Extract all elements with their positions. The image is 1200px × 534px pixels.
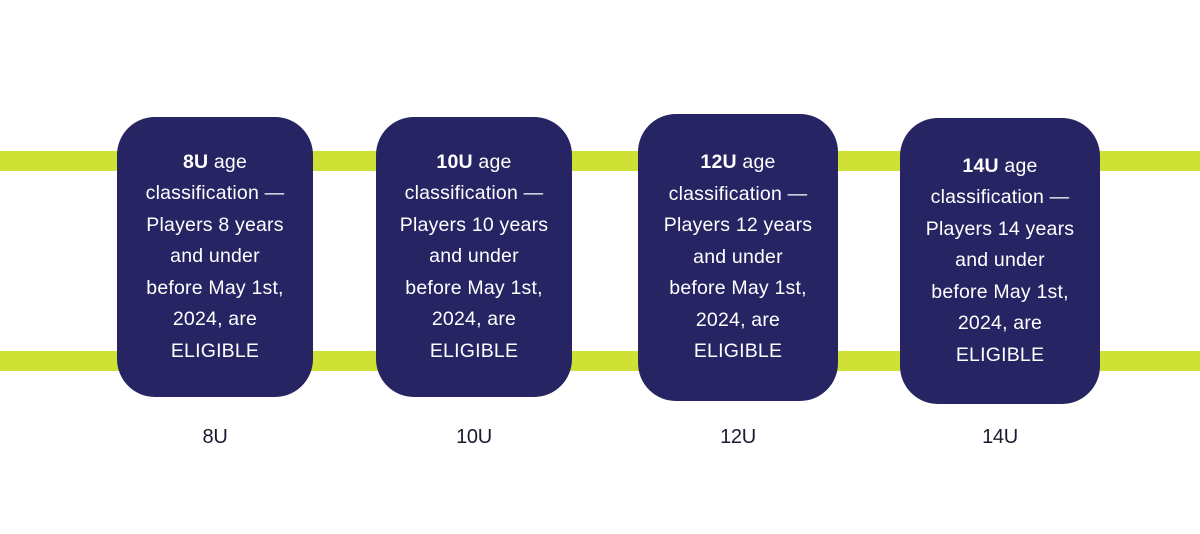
card-line: classification — <box>145 182 285 205</box>
age-card-text: 14U age classification — Players 14 year… <box>926 151 1074 372</box>
age-code: 12U <box>700 151 737 174</box>
card-line: before May 1st, <box>931 280 1069 303</box>
card-line: 2024, are <box>431 308 517 331</box>
age-code: 14U <box>962 154 999 177</box>
card-line: before May 1st, <box>146 276 284 299</box>
age-code: 8U <box>182 150 209 173</box>
card-line: 2024, are <box>957 312 1043 335</box>
age-card-text: 8U age classification — Players 8 years … <box>146 147 285 368</box>
card-line: and under <box>955 249 1045 272</box>
card-line: 2024, are <box>695 308 781 331</box>
card-line: age <box>736 151 776 174</box>
caption-12u: 12U <box>720 426 756 448</box>
age-code: 10U <box>436 150 473 173</box>
card-line: age <box>998 154 1038 177</box>
card-line: ELIGIBLE <box>170 339 260 362</box>
card-line: 2024, are <box>172 308 258 331</box>
caption-10u: 10U <box>456 426 492 448</box>
card-line: ELIGIBLE <box>693 340 783 363</box>
card-line: Players 10 years <box>399 213 549 236</box>
age-card-14u: 14U age classification — Players 14 year… <box>900 118 1100 404</box>
card-line: Players 8 years <box>146 213 284 236</box>
card-line: classification — <box>668 182 808 205</box>
card-line: before May 1st, <box>669 277 807 300</box>
age-card-text: 10U age classification — Players 10 year… <box>400 147 548 368</box>
card-line: ELIGIBLE <box>955 343 1045 366</box>
age-card-text: 12U age classification — Players 12 year… <box>664 147 812 368</box>
card-line: and under <box>170 245 260 268</box>
card-line: Players 12 years <box>663 214 813 237</box>
card-line: age <box>472 150 512 173</box>
caption-8u: 8U <box>202 426 228 448</box>
card-line: and under <box>693 245 783 268</box>
age-card-12u: 12U age classification — Players 12 year… <box>638 114 838 401</box>
card-line: ELIGIBLE <box>429 339 519 362</box>
card-line: classification — <box>404 182 544 205</box>
card-line: Players 14 years <box>925 217 1075 240</box>
card-line: and under <box>429 245 519 268</box>
age-card-8u: 8U age classification — Players 8 years … <box>117 117 313 397</box>
caption-14u: 14U <box>982 426 1018 448</box>
card-line: age <box>208 150 248 173</box>
age-card-10u: 10U age classification — Players 10 year… <box>376 117 572 397</box>
card-line: classification — <box>930 186 1070 209</box>
card-line: before May 1st, <box>405 276 543 299</box>
